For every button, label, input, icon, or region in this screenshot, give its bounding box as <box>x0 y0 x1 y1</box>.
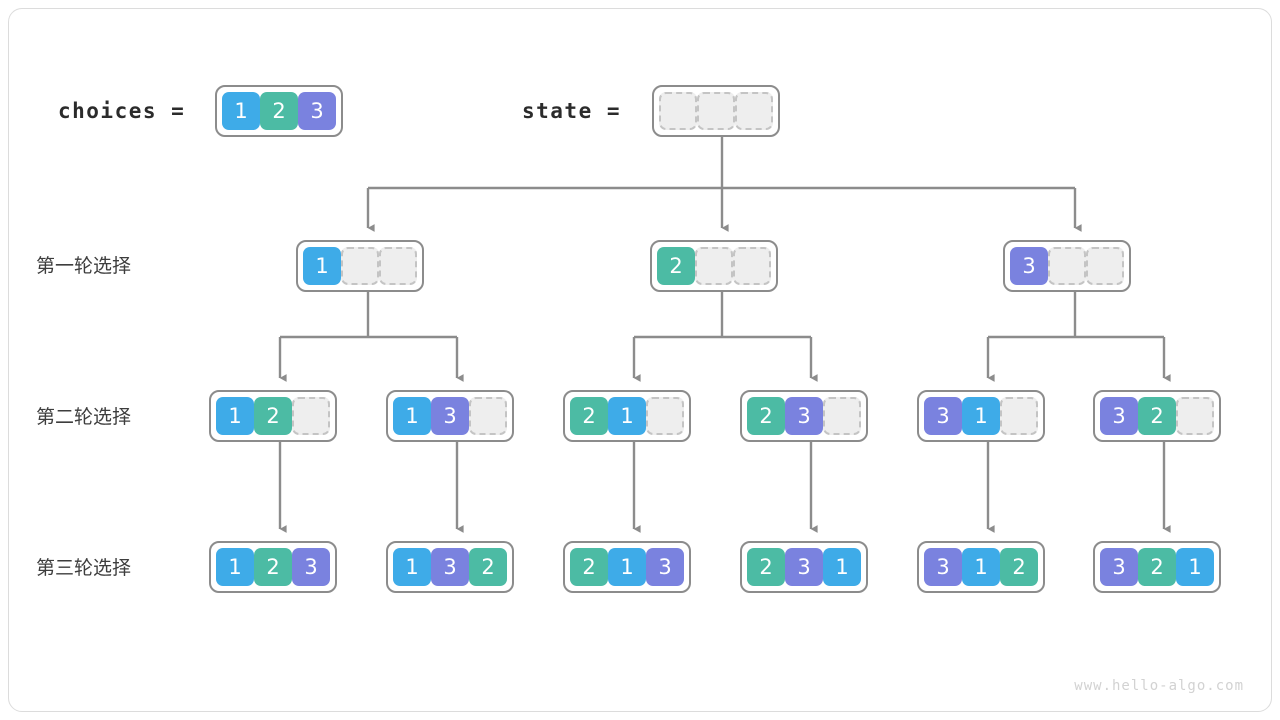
round3-node-5-cell-1: 3 <box>924 548 962 586</box>
round3-node-2-cell-1: 1 <box>393 548 431 586</box>
round3-node-3-cell-2: 1 <box>608 548 646 586</box>
state-cell-3 <box>735 92 773 130</box>
round2-node-6-cell-3 <box>1176 397 1214 435</box>
round3-node-3-cell-3: 3 <box>646 548 684 586</box>
round2-node-5-cell-1: 3 <box>924 397 962 435</box>
round2-node-1-cell-2: 2 <box>254 397 292 435</box>
state-cell-2 <box>697 92 735 130</box>
round1-node-3: 3 <box>1003 240 1131 292</box>
round3-node-1-cell-1: 1 <box>216 548 254 586</box>
round3-node-4-cell-3: 1 <box>823 548 861 586</box>
round2-node-4-cell-1: 2 <box>747 397 785 435</box>
round2-node-6-cell-1: 3 <box>1100 397 1138 435</box>
round3-node-6-cell-2: 2 <box>1138 548 1176 586</box>
round3-node-4-cell-1: 2 <box>747 548 785 586</box>
round3-node-6-cell-3: 1 <box>1176 548 1214 586</box>
round1-node-1-cell-1: 1 <box>303 247 341 285</box>
round1-node-2-cell-2 <box>695 247 733 285</box>
choices-cell-1: 1 <box>222 92 260 130</box>
round2-node-6-cell-2: 2 <box>1138 397 1176 435</box>
state-array <box>652 85 780 137</box>
round3-node-1-cell-3: 3 <box>292 548 330 586</box>
row-label-round-3: 第三轮选择 <box>36 557 132 579</box>
round2-node-4-cell-2: 3 <box>785 397 823 435</box>
round1-node-2: 2 <box>650 240 778 292</box>
round3-node-6-cell-1: 3 <box>1100 548 1138 586</box>
round2-node-3-cell-3 <box>646 397 684 435</box>
round2-node-1-cell-1: 1 <box>216 397 254 435</box>
round3-node-2-cell-2: 3 <box>431 548 469 586</box>
round2-node-2-cell-3 <box>469 397 507 435</box>
row-label-round-1: 第一轮选择 <box>36 255 132 277</box>
round3-node-1-cell-2: 2 <box>254 548 292 586</box>
round1-node-2-cell-3 <box>733 247 771 285</box>
choices-label: choices = <box>58 99 186 123</box>
round2-node-1-cell-3 <box>292 397 330 435</box>
round2-node-2-cell-1: 1 <box>393 397 431 435</box>
round2-node-5-cell-2: 1 <box>962 397 1000 435</box>
round2-node-5-cell-3 <box>1000 397 1038 435</box>
round1-node-1-cell-3 <box>379 247 417 285</box>
round2-node-3-cell-1: 2 <box>570 397 608 435</box>
state-label: state = <box>522 99 622 123</box>
watermark: www.hello-algo.com <box>1074 678 1244 694</box>
round2-node-3-cell-2: 1 <box>608 397 646 435</box>
round3-node-4-cell-2: 3 <box>785 548 823 586</box>
round3-node-5-cell-2: 1 <box>962 548 1000 586</box>
diagram-frame <box>8 8 1272 712</box>
round3-node-2-cell-3: 2 <box>469 548 507 586</box>
round3-node-3-cell-1: 2 <box>570 548 608 586</box>
round1-node-2-cell-1: 2 <box>657 247 695 285</box>
round1-node-1: 1 <box>296 240 424 292</box>
round1-node-3-cell-1: 3 <box>1010 247 1048 285</box>
choices-cell-3: 3 <box>298 92 336 130</box>
round1-node-3-cell-3 <box>1086 247 1124 285</box>
row-label-round-2: 第二轮选择 <box>36 406 132 428</box>
choices-cell-2: 2 <box>260 92 298 130</box>
round2-node-2-cell-2: 3 <box>431 397 469 435</box>
state-cell-1 <box>659 92 697 130</box>
round1-node-3-cell-2 <box>1048 247 1086 285</box>
round1-node-1-cell-2 <box>341 247 379 285</box>
round2-node-4-cell-3 <box>823 397 861 435</box>
round3-node-5-cell-3: 2 <box>1000 548 1038 586</box>
